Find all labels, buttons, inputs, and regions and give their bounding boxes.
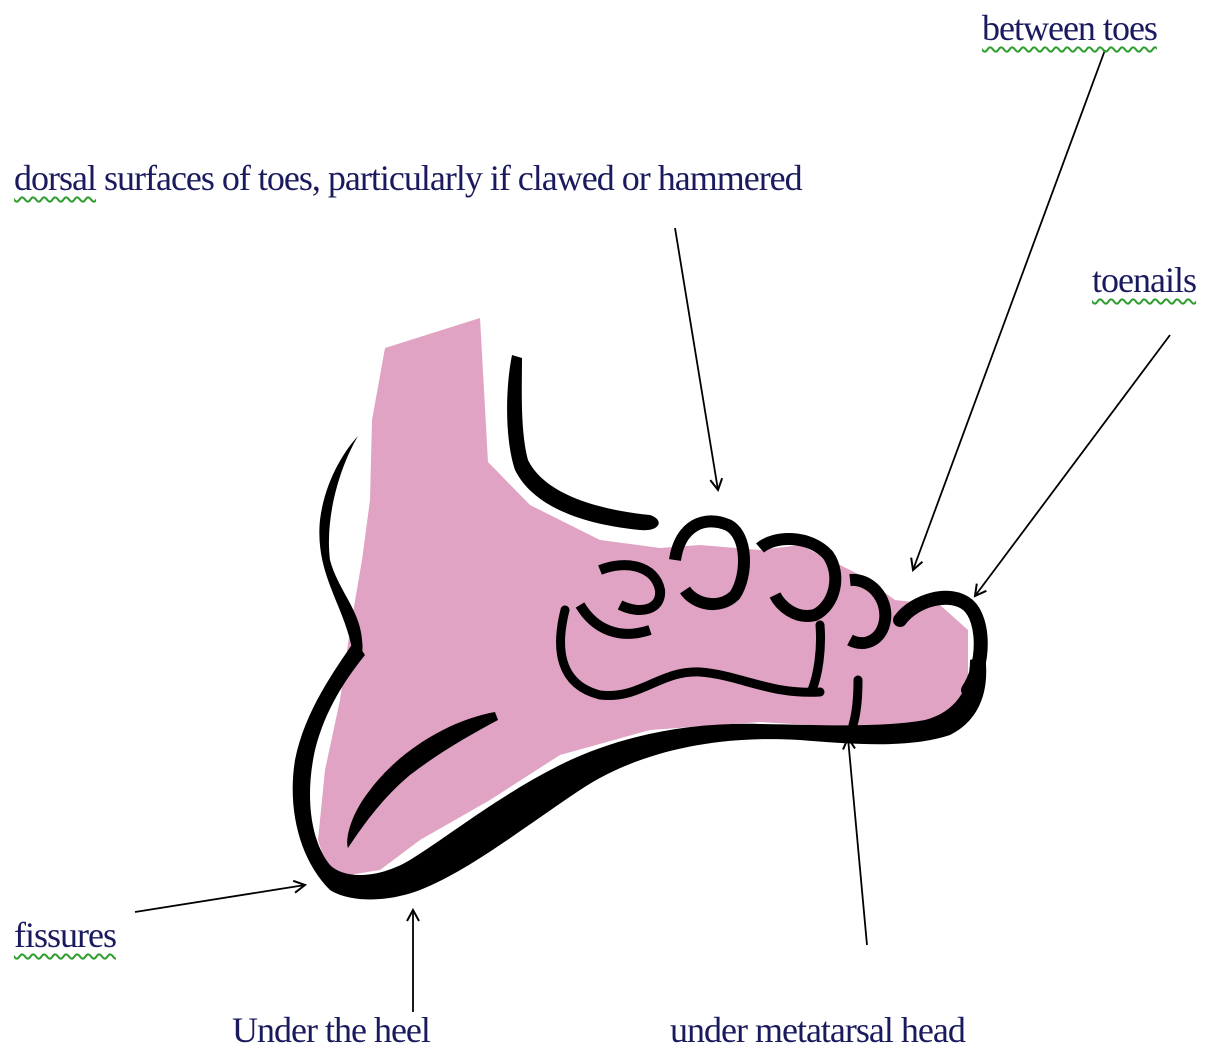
label-fissures-text: fissures xyxy=(14,915,116,955)
label-between-toes: between toes xyxy=(982,10,1157,46)
label-dorsal-surfaces: dorsal surfaces of toes, particularly if… xyxy=(14,160,802,196)
instep-outline xyxy=(507,355,659,530)
arrow-under-metatarsal xyxy=(848,738,867,945)
label-fissures: fissures xyxy=(14,917,116,953)
toe-gap-mark xyxy=(853,680,858,725)
label-under-metatarsal: under metatarsal head xyxy=(670,1012,965,1048)
label-dorsal-word: dorsal xyxy=(14,158,96,198)
foot-skin-shape xyxy=(318,318,968,878)
label-toenails-text: toenails xyxy=(1092,260,1196,300)
arrow-toenails xyxy=(975,335,1170,596)
label-dorsal-rest: surfaces of toes, particularly if clawed… xyxy=(96,158,802,198)
arrow-between-toes xyxy=(913,50,1105,570)
label-between-toes-text: between toes xyxy=(982,8,1157,48)
arrow-dorsal-toes xyxy=(675,228,718,490)
label-under-heel: Under the heel xyxy=(232,1012,430,1048)
arrow-fissures xyxy=(135,885,305,912)
label-toenails: toenails xyxy=(1092,262,1196,298)
ankle-outline xyxy=(319,436,362,657)
